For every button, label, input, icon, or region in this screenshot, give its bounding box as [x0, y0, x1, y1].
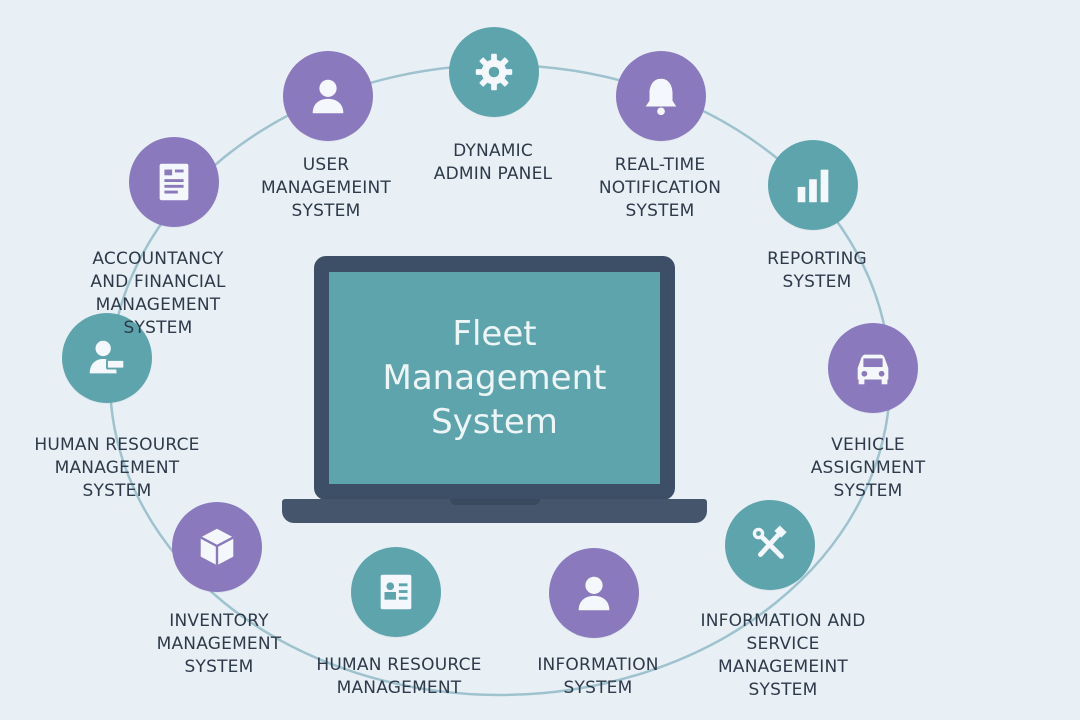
laptop: Fleet Management System	[314, 256, 675, 500]
center-title: Fleet Management System	[382, 314, 607, 442]
module-node	[768, 140, 858, 230]
bar-chart-icon	[790, 162, 836, 208]
car-icon	[850, 345, 896, 391]
laptop-display: Fleet Management System	[329, 272, 660, 484]
user-icon	[305, 73, 351, 119]
module-label: Information System	[537, 655, 659, 698]
module-node	[549, 548, 639, 638]
module-label: Human Resource Management System	[34, 435, 200, 501]
module-node	[828, 323, 918, 413]
module-node	[449, 27, 539, 117]
user-icon	[571, 570, 617, 616]
module-node	[351, 547, 441, 637]
laptop-notch	[450, 499, 540, 505]
module-node	[172, 502, 262, 592]
bell-icon	[638, 73, 684, 119]
module-label: Real-Time Notification System	[598, 155, 722, 221]
module-label: Dynamic Admin Panel	[433, 141, 553, 184]
module-label: Inventory Management System	[156, 611, 282, 677]
module-label: Reporting System	[767, 249, 867, 292]
module-node	[129, 137, 219, 227]
gear-icon	[471, 49, 517, 95]
module-node	[283, 51, 373, 141]
module-node	[616, 51, 706, 141]
module-node	[725, 500, 815, 590]
tools-icon	[747, 522, 793, 568]
module-node	[62, 313, 152, 403]
module-label: User Managemeint System	[261, 155, 391, 221]
document-icon	[151, 159, 197, 205]
module-label: Information and Service Managemeint Syst…	[700, 611, 866, 700]
module-label: Accountancy and Financial Management Sys…	[90, 249, 226, 338]
employee-icon	[84, 335, 130, 381]
module-label: Vehicle Assignment System	[810, 435, 926, 501]
box-icon	[194, 524, 240, 570]
module-label: Human Resource Management	[316, 655, 482, 698]
id-card-icon	[373, 569, 419, 615]
